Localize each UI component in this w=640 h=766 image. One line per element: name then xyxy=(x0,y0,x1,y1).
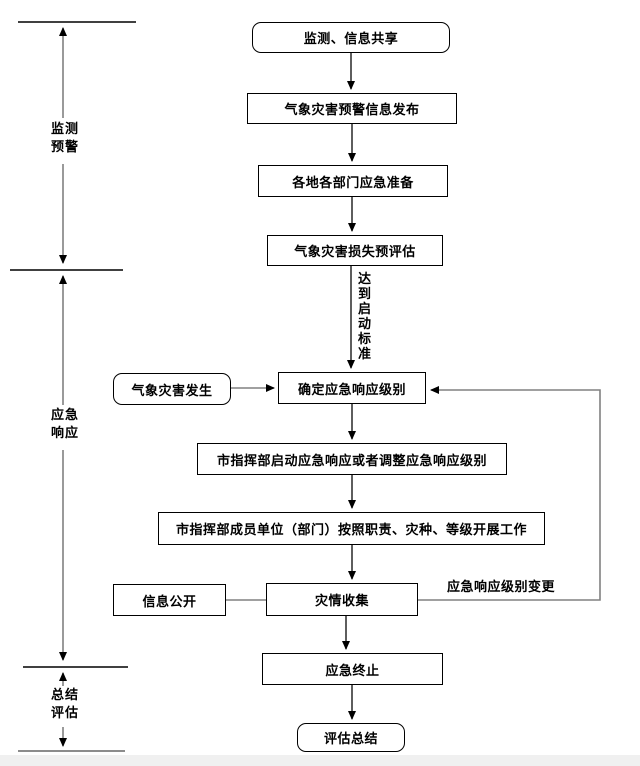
node-preparation: 各地各部门应急准备 xyxy=(258,165,448,197)
node-pre-assessment: 气象灾害损失预评估 xyxy=(267,235,443,266)
node-warning-release: 气象灾害预警信息发布 xyxy=(247,93,457,124)
edge-label-reach-standard: 达到启动标准 xyxy=(358,272,373,362)
node-disaster-occur: 气象灾害发生 xyxy=(113,373,231,405)
node-damage-collect: 灾情收集 xyxy=(266,583,418,616)
phase-label-summary: 总结 评估 xyxy=(50,688,79,721)
node-determine-level: 确定应急响应级别 xyxy=(278,372,426,404)
phase-label-response: 应急 响应 xyxy=(50,408,79,441)
node-monitor-share: 监测、信息共享 xyxy=(252,22,450,53)
phase-label-monitoring: 监测 预警 xyxy=(50,122,79,155)
node-evaluation: 评估总结 xyxy=(297,723,405,752)
node-members-work: 市指挥部成员单位（部门）按照职责、灾种、等级开展工作 xyxy=(158,512,545,545)
node-response-end: 应急终止 xyxy=(262,653,443,685)
page-bottom-edge xyxy=(0,755,640,766)
edge-label-level-change: 应急响应级别变更 xyxy=(447,576,556,595)
node-start-response: 市指挥部启动应急响应或者调整应急响应级别 xyxy=(197,443,507,475)
node-info-public: 信息公开 xyxy=(113,584,226,616)
